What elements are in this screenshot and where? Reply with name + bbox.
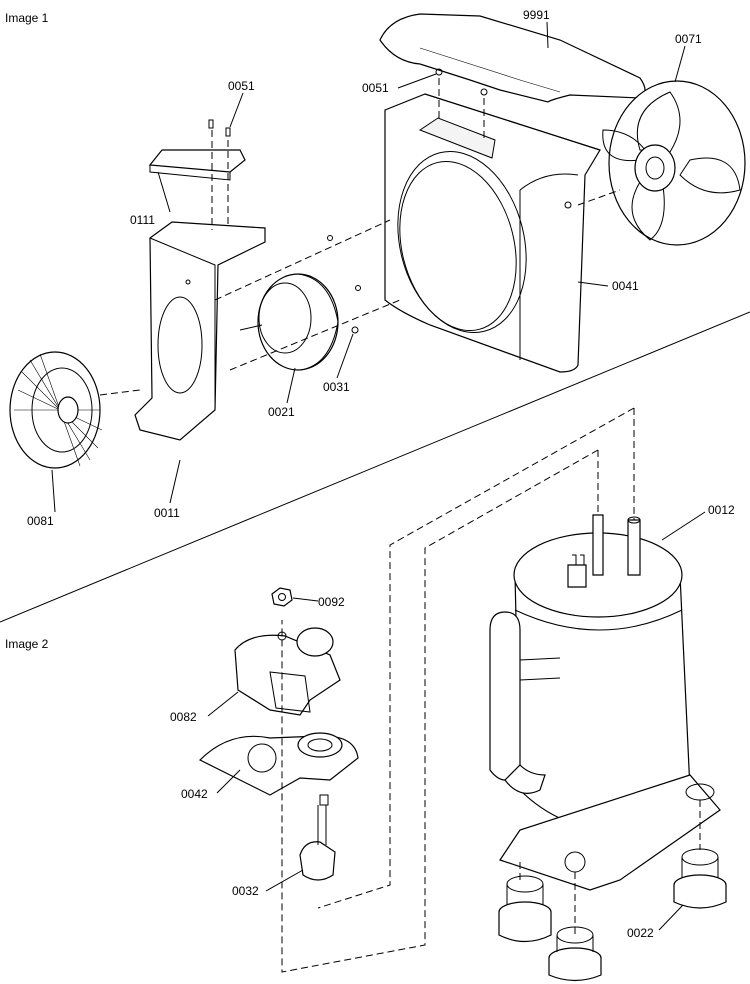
callout-9991: 9991 — [523, 8, 550, 22]
callout-0081: 0081 — [27, 514, 54, 528]
screw-set — [208, 68, 488, 334]
callout-0031: 0031 — [323, 380, 350, 394]
assembly-guide-lines-upper — [99, 78, 621, 396]
fan-motor — [239, 273, 339, 371]
callout-0092: 0092 — [318, 595, 345, 609]
compressor — [489, 514, 721, 891]
assembly-guide-lines-lower — [281, 407, 701, 973]
callout-0022: 0022 — [627, 926, 654, 940]
callout-0111: 0111 — [130, 213, 155, 227]
callout-labels: 9991 0071 0051 0051 0111 0041 0021 0031 … — [27, 8, 735, 940]
condenser-fan-blade — [602, 80, 746, 246]
section-label-image-2: Image 2 — [5, 637, 49, 651]
mounting-grommets — [498, 848, 727, 982]
callout-0012: 0012 — [708, 503, 735, 517]
terminal-gasket — [198, 732, 359, 796]
overload-protector — [299, 794, 336, 881]
callout-0071: 0071 — [675, 32, 702, 46]
callout-0032: 0032 — [232, 884, 259, 898]
callout-0051-right: 0051 — [362, 81, 389, 95]
top-bracket — [148, 149, 246, 181]
section-divider-line — [0, 311, 750, 623]
section-label-image-1: Image 1 — [5, 11, 49, 25]
callout-0042: 0042 — [181, 787, 208, 801]
callout-0021: 0021 — [268, 405, 295, 419]
callout-0082: 0082 — [170, 710, 197, 724]
fan-shroud — [384, 93, 601, 373]
top-cover-panel — [379, 13, 646, 103]
callout-0051-left: 0051 — [228, 79, 255, 93]
terminal-cover — [234, 627, 341, 716]
hex-nut — [271, 587, 293, 607]
callout-0011: 0011 — [154, 506, 180, 520]
motor-mount-bracket — [134, 221, 266, 441]
callout-0041: 0041 — [612, 279, 639, 293]
blower-wheel — [9, 351, 103, 469]
callout-leaders — [51, 21, 706, 931]
